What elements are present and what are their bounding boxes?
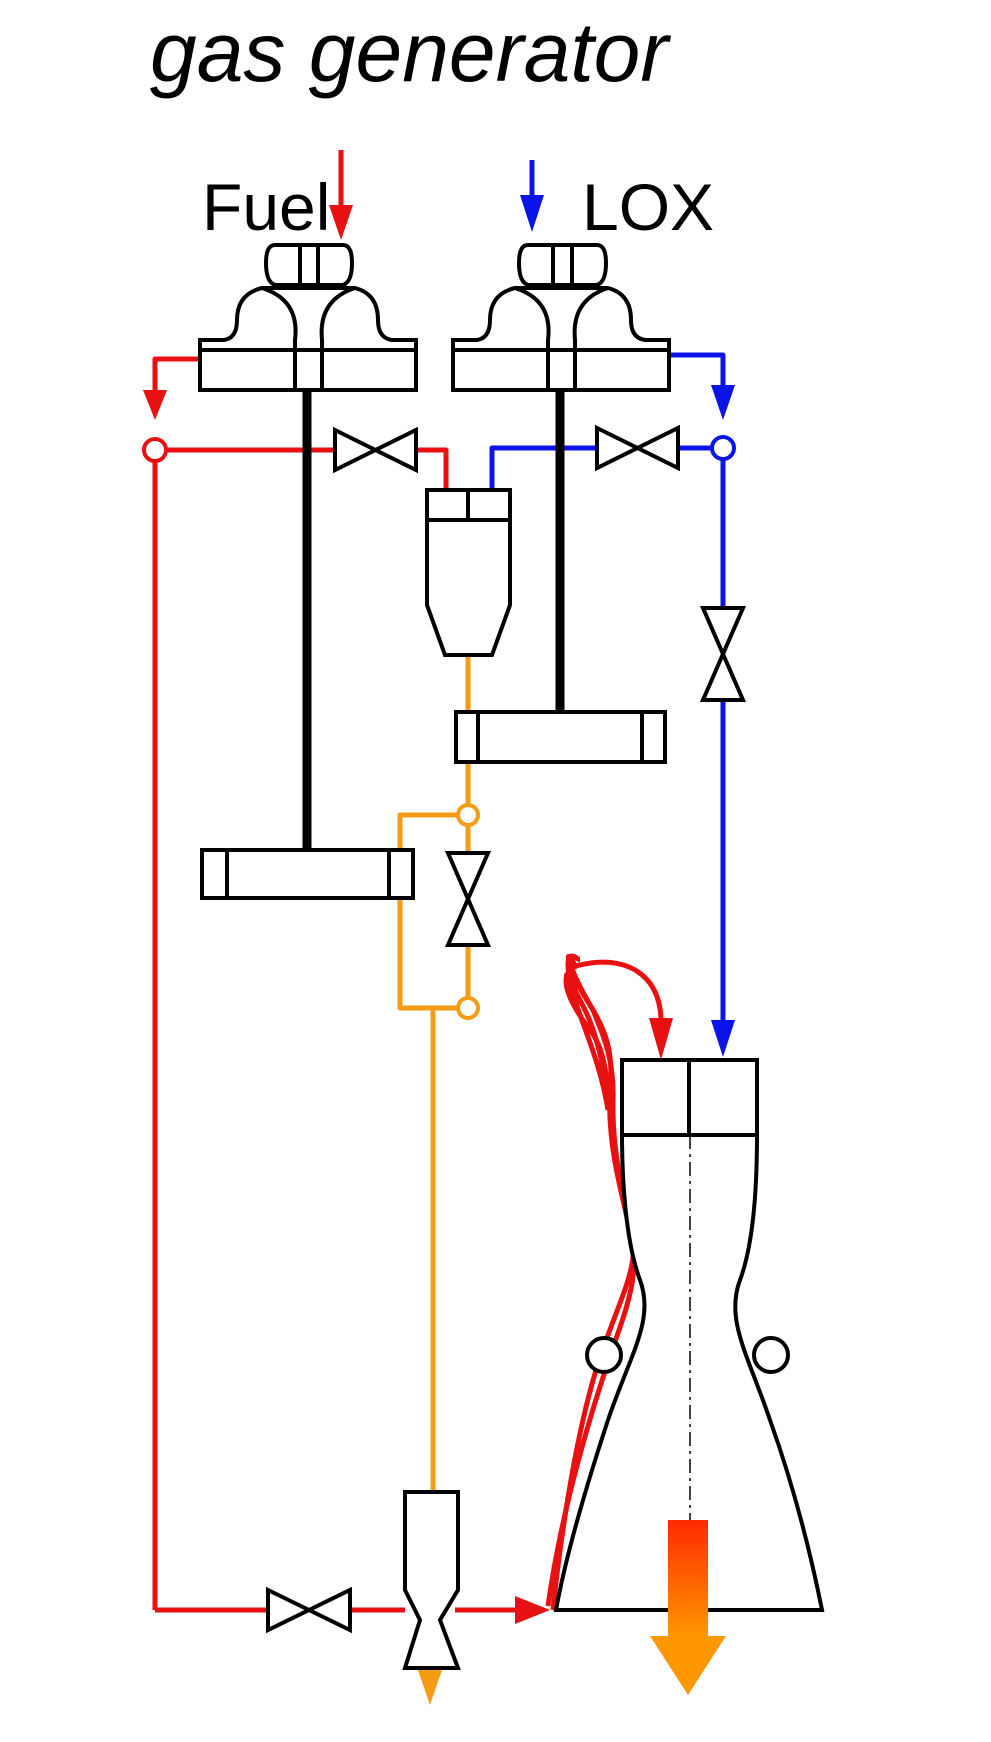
fuel-pump-volute [198,286,418,392]
fuel-injector-return-loop [563,959,664,1113]
fuel-junction [142,437,168,463]
fuel-main-valve [266,1586,352,1634]
fuel-injector-arrow [649,1018,673,1060]
hot-gas-junction-bottom [456,996,480,1020]
fuel-nozzle-arrow [515,1596,550,1624]
lox-main-valve [699,606,747,702]
turbines [200,710,667,900]
fuel-to-gg-line-2 [416,447,449,490]
lox-lines [489,160,726,1035]
fuel-pump-inlet-cap [263,243,355,287]
lox-label: LOX [582,170,715,244]
fuel-arrows [143,205,673,1624]
gg-exhaust-arrow [418,1670,442,1705]
fuel-pump [198,243,418,392]
shafts [302,388,565,848]
nozzle-port-right [752,1336,790,1374]
lox-junction-arrow [711,385,735,420]
lox-to-gg-line [489,445,597,490]
main-nozzle [553,1133,825,1612]
fuel-turbine [200,848,415,900]
fuel-inlet-arrow [329,205,353,240]
turbine-exhaust-nozzle [402,1490,461,1670]
lox-injector-arrow [711,1020,735,1057]
turbine-bypass-valve [444,851,492,947]
junctions [142,435,736,1020]
lox-turbine [454,710,667,764]
nozzle-port-left [585,1336,623,1374]
fuel-junction-arrow [143,390,167,420]
lox-pump [451,243,671,392]
hot-gas-junction-top [456,803,480,827]
gas-generator [425,488,512,657]
fuel-pump-outlet-line [152,356,200,400]
lox-junction [710,435,736,461]
bypass-line [397,812,458,1011]
diagram-title: gas generator [150,5,669,99]
gg-chamber [425,518,512,657]
lox-pump-volute [451,286,671,392]
lox-pump-inlet-cap [516,243,609,287]
main-combustion-chamber [553,1058,825,1612]
lox-gg-valve [595,424,680,472]
fuel-label: Fuel [202,170,331,244]
valves [266,424,747,1634]
lox-inlet-arrow [520,195,544,232]
lox-arrows [520,195,735,1057]
fuel-gg-valve [333,426,418,474]
main-exhaust-arrow [650,1520,726,1695]
